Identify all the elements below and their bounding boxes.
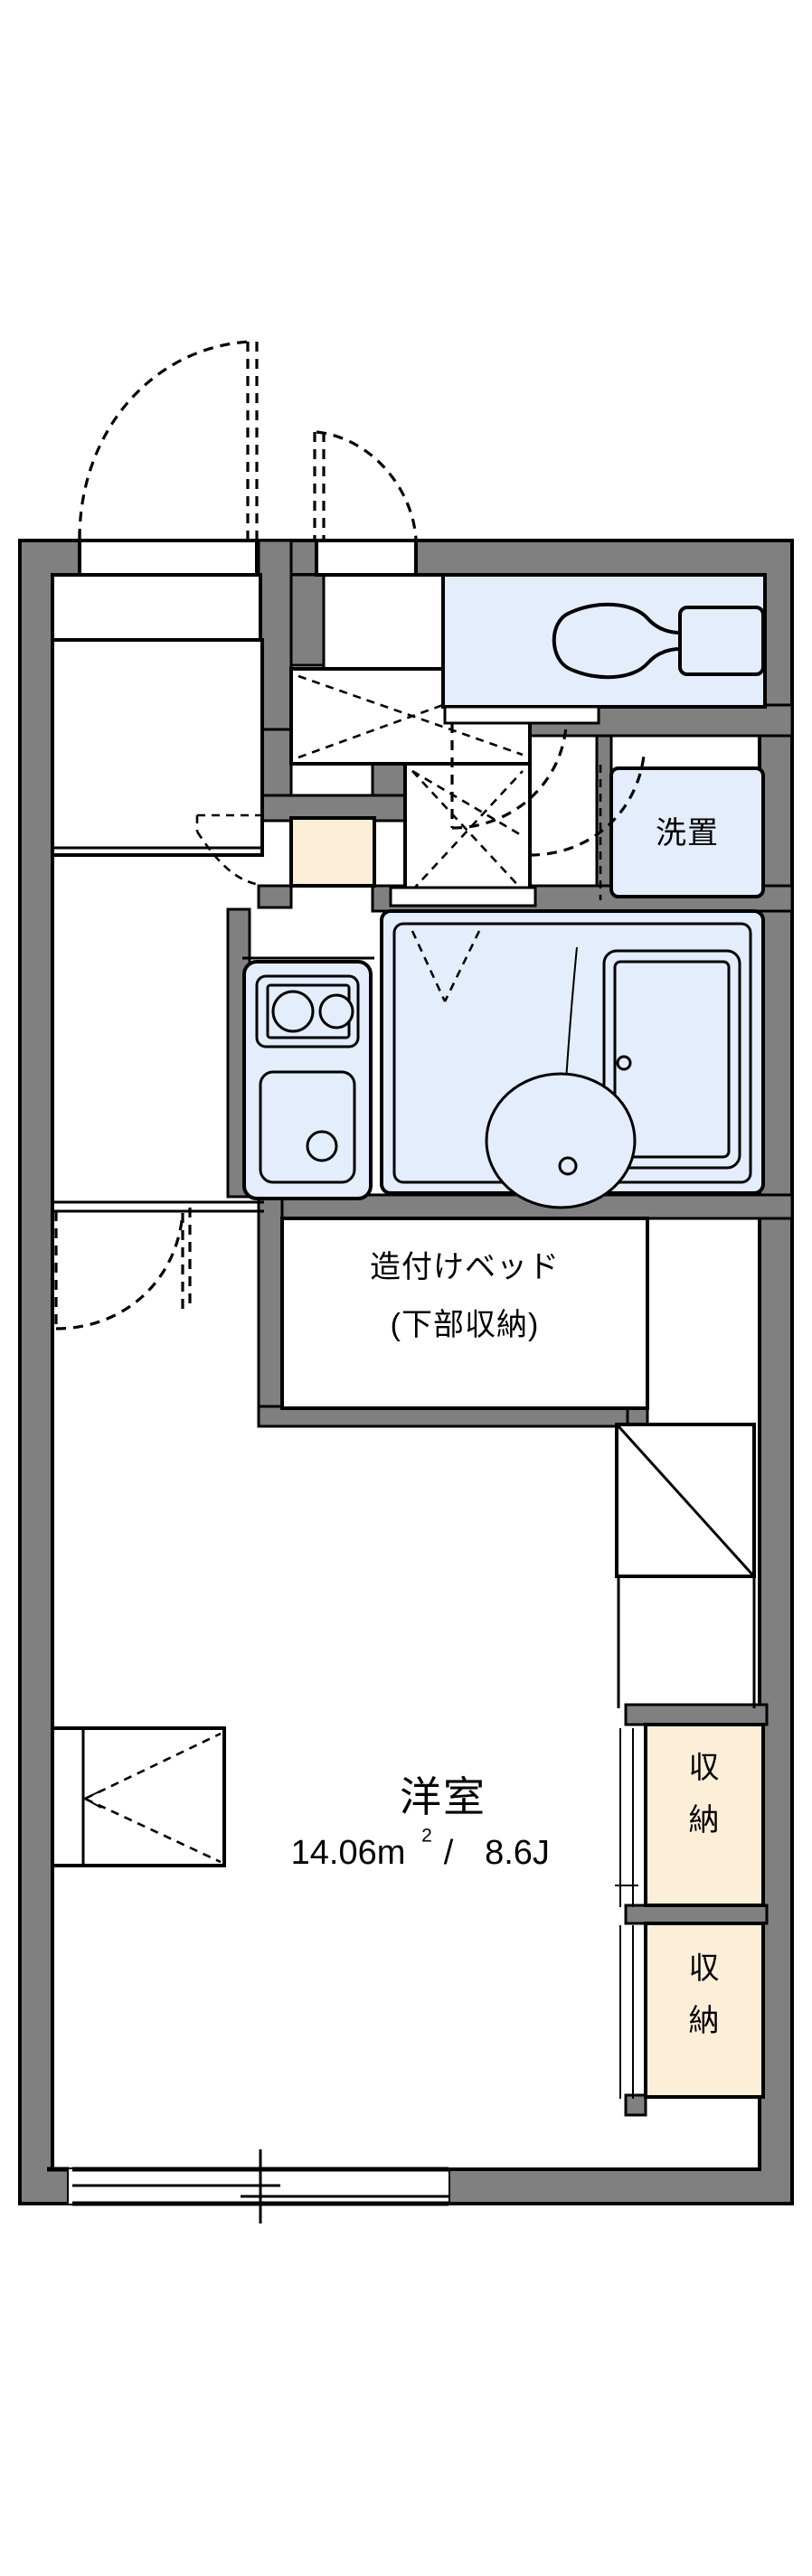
main-room-area-superscript: 2 — [421, 1826, 432, 1847]
kitchen — [242, 956, 374, 1200]
closet-lower[interactable]: 収 納 — [619, 1922, 765, 2099]
main-room-area-jo: 8.6J — [485, 1834, 550, 1872]
main-room-area-separator: / — [444, 1834, 454, 1872]
toilet-fixture — [552, 602, 765, 680]
washing-machine-space: 洗置 — [599, 765, 765, 900]
bathtub-fixture — [602, 949, 741, 1170]
closet-lower-label-line2: 納 — [689, 2004, 721, 2038]
main-room-name: 洋室 — [400, 1773, 486, 1820]
closet-upper[interactable]: 収 納 — [615, 1723, 765, 1907]
closet-upper-label-line2: 納 — [689, 1803, 721, 1838]
balcony-sliding-door[interactable] — [67, 2149, 450, 2223]
main-room-labels: 洋室 14.06m 2 / 8.6J — [291, 1773, 550, 1872]
main-room-area-metric: 14.06m — [291, 1834, 406, 1872]
stove-two-burner — [255, 974, 360, 1048]
main-room-swing-door[interactable] — [52, 1200, 264, 1330]
side-window[interactable] — [51, 1726, 226, 1867]
entry-shoe-closet[interactable] — [289, 816, 376, 888]
top-secondary-door[interactable] — [313, 430, 418, 577]
laundry-label: 洗置 — [656, 816, 719, 851]
genkan-entrance-hall — [51, 573, 264, 857]
entrance-swing-door[interactable] — [47, 340, 259, 2172]
closet-upper-label-line1: 収 — [689, 1751, 721, 1785]
built-in-bed-label-line2: (下部収納) — [391, 1308, 540, 1342]
genkan-inner-door[interactable] — [195, 813, 265, 888]
toilet-swing-door[interactable] — [450, 723, 568, 830]
wall-detail-lines — [289, 575, 326, 669]
upper-shelf-diagonal — [615, 1423, 756, 1708]
built-in-bed-label-line1: 造付けベッド — [370, 1250, 560, 1284]
toilet-room — [441, 573, 767, 725]
kitchen-sink — [259, 1070, 356, 1184]
unit-bath — [380, 886, 765, 1209]
built-in-bed-zone: 造付けベッド (下部収納) — [280, 1217, 649, 1410]
toilet-entry-arc[interactable] — [528, 750, 646, 857]
closet-lower-label-line1: 収 — [689, 1951, 721, 1986]
wash-basin-fixture — [485, 946, 637, 1209]
main-room-area: 14.06m 2 / 8.6J — [291, 1826, 550, 1872]
